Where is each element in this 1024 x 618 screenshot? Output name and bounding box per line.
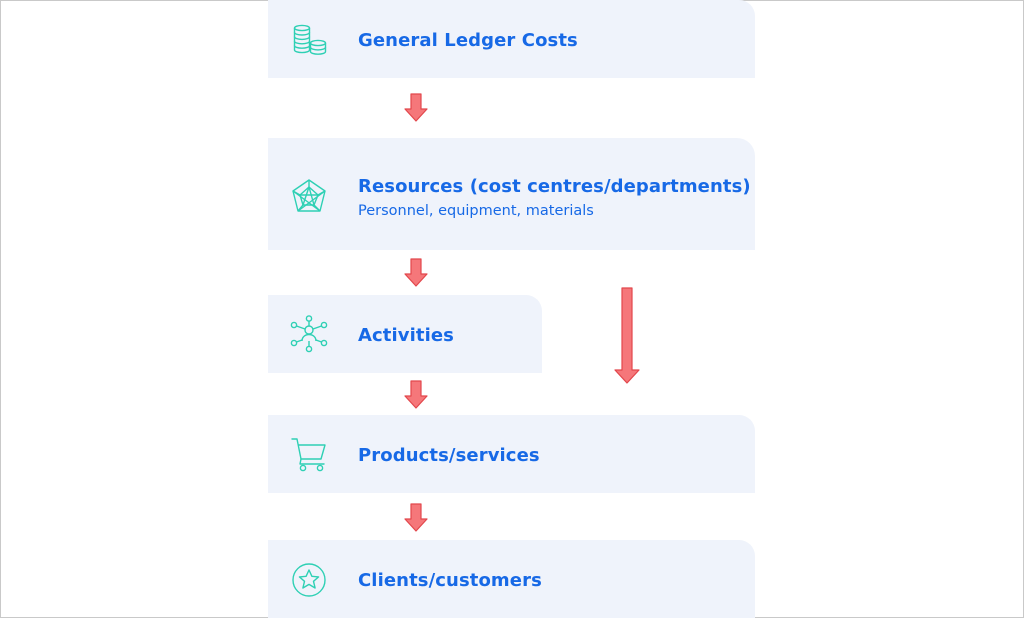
step-card-general-ledger-costs: General Ledger Costs: [268, 0, 755, 78]
step-title: Activities: [358, 325, 454, 346]
people-network-icon: [290, 315, 328, 353]
coins-stack-icon: [290, 22, 328, 60]
down-arrow-icon: [403, 93, 429, 123]
step-card-activities: Activities: [268, 295, 542, 373]
star-badge-icon: [290, 561, 328, 599]
step-card-products-services: Products/services: [268, 415, 755, 493]
polygon-network-icon: [290, 178, 328, 216]
step-title: Resources (cost centres/departments): [358, 176, 751, 197]
down-arrow-icon: [403, 503, 429, 533]
down-arrow-icon: [403, 380, 429, 410]
step-subtitle: Personnel, equipment, materials: [358, 203, 594, 219]
long-down-arrow-icon: [613, 287, 641, 385]
down-arrow-icon: [403, 258, 429, 288]
step-title: General Ledger Costs: [358, 30, 578, 51]
step-card-resources: Resources (cost centres/departments) Per…: [268, 138, 755, 250]
shopping-cart-icon: [290, 436, 328, 474]
step-title: Clients/customers: [358, 570, 542, 591]
step-card-clients-customers: Clients/customers: [268, 540, 755, 618]
step-title: Products/services: [358, 445, 540, 466]
